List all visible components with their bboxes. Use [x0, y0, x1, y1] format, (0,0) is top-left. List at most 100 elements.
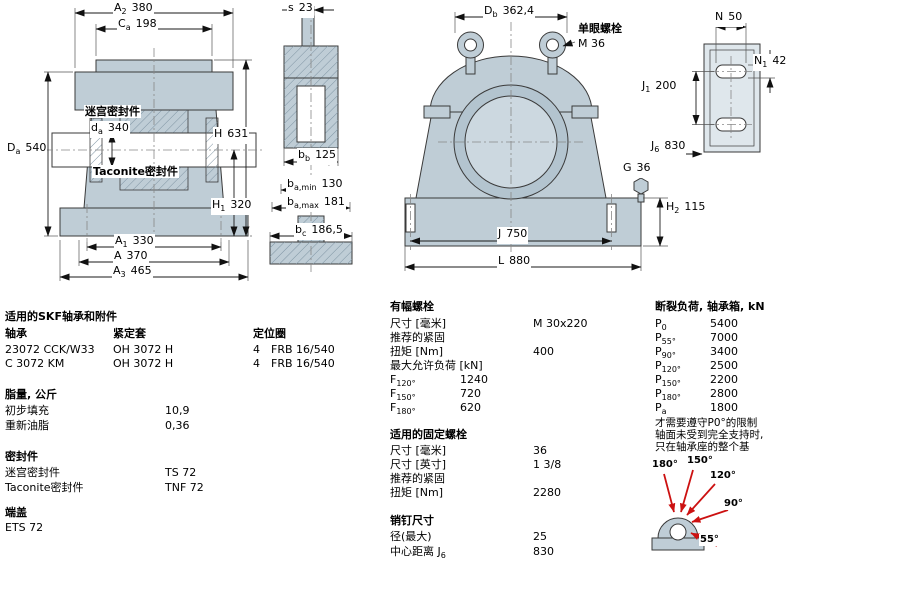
dim-sub: 120°	[396, 379, 416, 389]
dim-sym: L	[498, 254, 505, 267]
breaking-load-label: P0	[655, 317, 667, 334]
taconite-seal-label: Taconite密封件	[92, 165, 179, 178]
section-title-end-cover: 端盖	[5, 506, 27, 519]
dim-val: 362,4	[502, 4, 535, 17]
dim-ba-max: ba,max 181	[286, 195, 346, 213]
breaking-load-label: P55°	[655, 331, 676, 348]
f-load-value: 720	[460, 387, 481, 400]
dim-sub: 2	[674, 206, 680, 216]
dim-sub: a	[661, 407, 667, 417]
dim-sym: P	[655, 331, 662, 344]
seal-row-value: TNF 72	[165, 481, 204, 494]
section-title-seals: 密封件	[5, 450, 38, 463]
dim-sub: a	[15, 147, 21, 157]
bearing-row-sleeve: OH 3072 H	[113, 357, 174, 370]
pin-distance-label: 中心距离 J6	[390, 545, 446, 562]
seal-row-value: TS 72	[165, 466, 197, 479]
section-title-bearings: 适用的SKF轴承和附件	[5, 310, 117, 323]
grease-row-value: 10,9	[165, 404, 190, 417]
dim-sym: F	[390, 401, 397, 414]
f-load-label: F120°	[390, 373, 416, 390]
dim-sym: C	[118, 17, 126, 30]
breaking-load-label: P150°	[655, 373, 681, 390]
front-view-drawing	[404, 12, 668, 271]
pin-distance-value: 830	[533, 545, 554, 558]
dim-val: 186,5	[311, 223, 343, 236]
f-load-label: F180°	[390, 401, 416, 418]
load-arrow-90	[691, 509, 729, 523]
dim-val: 330	[132, 234, 154, 247]
bearing-row-ring: FRB 16/540	[271, 343, 335, 356]
base-top-view-drawing	[652, 23, 775, 158]
dim-sub: 1	[122, 240, 128, 250]
bearing-row-sleeve: OH 3072 H	[113, 343, 174, 356]
cap-bolt-size-value: M 30x220	[533, 317, 588, 330]
breaking-load-value: 1800	[710, 401, 738, 414]
dim-val: 181	[323, 195, 345, 208]
dim-sym: b	[287, 177, 294, 190]
fixing-bolt-size-in-value: 1 3/8	[533, 458, 562, 471]
dim-sym: A	[113, 264, 121, 277]
dim-sub: 3	[120, 270, 126, 280]
column-header-ring: 定位圈	[253, 327, 286, 340]
dim-sym: F	[390, 387, 397, 400]
load-direction-diagram	[651, 469, 729, 551]
bearing-row-name: C 3072 KM	[5, 357, 65, 370]
load-angle-label-150: 150°	[686, 455, 714, 467]
dim-val: 198	[135, 17, 157, 30]
dim-val: 540	[25, 141, 47, 154]
dim-sym: b	[287, 195, 294, 208]
bearing-row-qty: 4	[253, 357, 260, 370]
dim-sym: D	[484, 4, 493, 17]
dim-sym: D	[7, 141, 16, 154]
fixing-bolt-size-in-label: 尺寸 [英寸]	[390, 458, 447, 471]
dim-sub: a,max	[293, 201, 319, 211]
breaking-load-label: P90°	[655, 345, 676, 362]
dim-sub: a,min	[293, 183, 317, 193]
bearing-row-name: 23072 CCK/W33	[5, 343, 95, 356]
dim-sym: J	[498, 227, 502, 240]
eye-bolt-size: M 36	[577, 37, 606, 50]
pin-diameter-value: 25	[533, 530, 547, 543]
dim-val: 380	[131, 1, 153, 14]
dim-sym: H	[666, 200, 675, 213]
breaking-load-note-line: 轴面未受到完全支持时,	[655, 429, 764, 441]
dim-sym: J	[651, 139, 655, 152]
dim-sub: 1	[645, 85, 651, 95]
dim-sym: P	[655, 401, 662, 414]
dim-val: 42	[772, 54, 787, 67]
load-angle-label-55: 55°	[699, 534, 720, 546]
dim-val: 750	[506, 227, 528, 240]
breaking-load-label: P180°	[655, 387, 681, 404]
dim-sub: a	[97, 127, 103, 137]
load-angle-label-120: 120°	[709, 470, 737, 482]
eye-bolt-label: 单眼螺栓	[577, 22, 623, 35]
bearing-row-ring: FRB 16/540	[271, 357, 335, 370]
dim-val: 340	[107, 121, 129, 134]
breaking-load-note-line: 才需要遵守P0°的限制	[655, 417, 758, 429]
bearing-row-qty: 4	[253, 343, 260, 356]
dim-sym: H	[212, 198, 221, 211]
cap-bolt-max-load-label: 最大允许负荷 [kN]	[390, 359, 483, 372]
dim-sym: G	[623, 161, 632, 174]
dim-sym: A	[114, 249, 122, 262]
dim-sub: 0	[661, 323, 667, 333]
grease-row-label: 重新油脂	[5, 419, 49, 432]
f-load-label: F150°	[390, 387, 416, 404]
load-angle-label-90: 90°	[723, 498, 744, 510]
breaking-load-value: 2200	[710, 373, 738, 386]
fixing-bolt-size-mm-value: 36	[533, 444, 547, 457]
dim-sym: P	[655, 359, 662, 372]
dim-sub: 2	[121, 7, 127, 17]
dim-sym: A	[115, 234, 123, 247]
dim-val: 23	[298, 1, 313, 14]
